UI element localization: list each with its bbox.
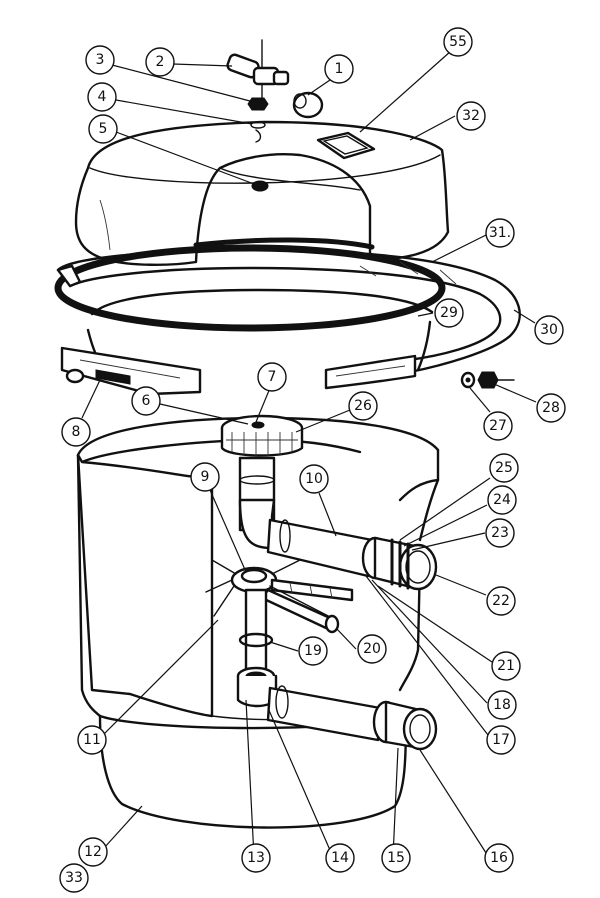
callout-24: 24 <box>487 485 517 515</box>
svg-text:26: 26 <box>354 398 372 414</box>
svg-text:17: 17 <box>492 732 510 748</box>
svg-text:24: 24 <box>493 492 511 508</box>
svg-text:11: 11 <box>83 732 101 748</box>
callout-26: 26 <box>348 391 378 421</box>
callout-9: 9 <box>190 462 220 492</box>
svg-text:12: 12 <box>84 844 102 860</box>
svg-text:15: 15 <box>387 850 405 866</box>
callout-25: 25 <box>489 453 519 483</box>
callout-33: 33 <box>59 863 89 893</box>
svg-text:4: 4 <box>98 89 107 105</box>
internal-manifold <box>205 414 438 751</box>
svg-text:55: 55 <box>449 34 467 50</box>
tank-lid <box>74 120 450 266</box>
callout-29: 29 <box>434 298 464 328</box>
callout-23: 23 <box>485 518 515 548</box>
callout-1: 1 <box>324 54 354 84</box>
svg-text:6: 6 <box>142 393 151 409</box>
svg-text:3: 3 <box>96 52 105 68</box>
callout-19: 19 <box>298 636 328 666</box>
svg-text:23: 23 <box>491 525 509 541</box>
callout-6: 6 <box>131 386 161 416</box>
callout-14: 14 <box>325 843 355 873</box>
svg-text:18: 18 <box>493 697 511 713</box>
clamp-ring <box>56 248 521 374</box>
callout-7: 7 <box>257 362 287 392</box>
svg-text:21: 21 <box>497 658 515 674</box>
callout-27: 27 <box>483 411 513 441</box>
svg-text:14: 14 <box>331 850 349 866</box>
svg-text:29: 29 <box>440 305 458 321</box>
callout-31: 31. <box>485 218 515 248</box>
svg-text:31.: 31. <box>489 225 511 241</box>
callout-4: 4 <box>87 82 117 112</box>
svg-text:20: 20 <box>363 641 381 657</box>
callout-32: 32 <box>456 101 486 131</box>
svg-text:28: 28 <box>542 400 560 416</box>
callout-17: 17 <box>486 725 516 755</box>
o-ring-gasket <box>54 244 446 332</box>
callout-16: 16 <box>484 843 514 873</box>
callout-28: 28 <box>536 393 566 423</box>
svg-text:19: 19 <box>304 643 322 659</box>
svg-text:7: 7 <box>268 369 277 385</box>
callout-8: 8 <box>61 417 91 447</box>
svg-text:1: 1 <box>335 61 344 77</box>
svg-text:10: 10 <box>305 471 323 487</box>
callout-3: 3 <box>85 45 115 75</box>
svg-text:27: 27 <box>489 418 507 434</box>
callout-13: 13 <box>241 843 271 873</box>
callout-10: 10 <box>299 464 329 494</box>
leader-lines <box>81 50 537 858</box>
svg-text:30: 30 <box>540 322 558 338</box>
svg-text:33: 33 <box>65 870 83 886</box>
callout-21: 21 <box>491 651 521 681</box>
callout-22: 22 <box>486 586 516 616</box>
callout-2: 2 <box>145 47 175 77</box>
svg-text:16: 16 <box>490 850 508 866</box>
callout-30: 30 <box>534 315 564 345</box>
clamp-halves <box>60 346 515 396</box>
svg-text:25: 25 <box>495 460 513 476</box>
svg-text:5: 5 <box>99 121 108 137</box>
svg-text:8: 8 <box>72 424 81 440</box>
callout-11: 11 <box>77 725 107 755</box>
svg-text:9: 9 <box>201 469 210 485</box>
callout-5: 5 <box>88 114 118 144</box>
callout-20: 20 <box>357 634 387 664</box>
callout-15: 15 <box>381 843 411 873</box>
callout-18: 18 <box>487 690 517 720</box>
svg-text:13: 13 <box>247 850 265 866</box>
svg-text:22: 22 <box>492 593 510 609</box>
callout-55: 55 <box>443 27 473 57</box>
svg-text:32: 32 <box>462 108 480 124</box>
svg-text:2: 2 <box>156 54 165 70</box>
callout-12: 12 <box>78 837 108 867</box>
air-relief-valve-assembly <box>226 39 324 192</box>
